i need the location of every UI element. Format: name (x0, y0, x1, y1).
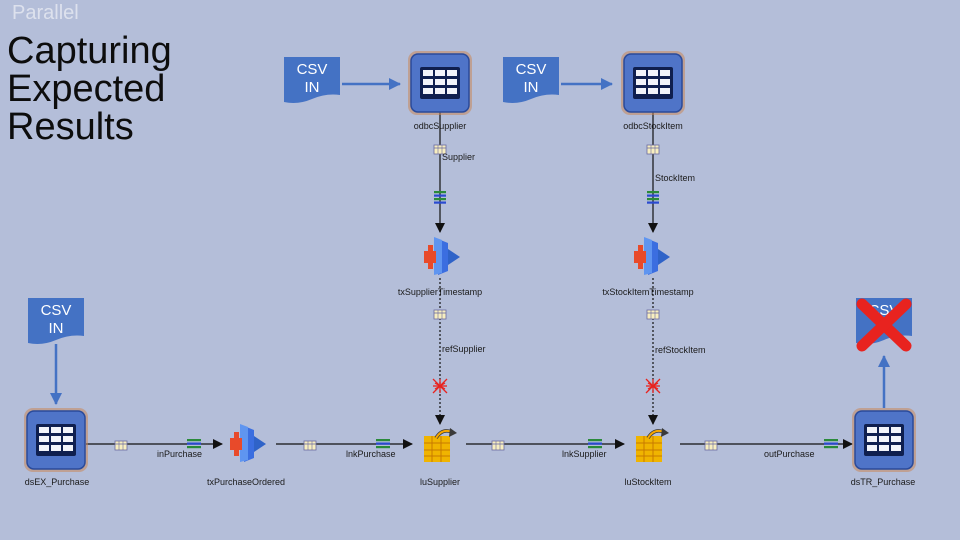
transformer-icon (634, 237, 670, 275)
link-label-stockitem: StockItem (655, 173, 695, 183)
partition-marker-in-purchase (187, 439, 201, 449)
csv-in-purchase[interactable]: CSV IN (28, 298, 84, 344)
link-label-lnk-purchase: lnkPurchase (346, 449, 396, 459)
lookup-marker-supplier (432, 378, 448, 394)
link-label-out-purchase: outPurchase (764, 449, 815, 459)
transformer-icon (230, 424, 266, 462)
csv-in-stockitem-line2: IN (524, 79, 539, 96)
link-marker-in-purchase (114, 440, 128, 451)
transformer-icon (424, 237, 460, 275)
table-icon (851, 407, 917, 473)
stage-label-tx-supplier-timestamp: txSupplierTimestamp (398, 287, 482, 297)
csv-in-supplier[interactable]: CSV IN (284, 57, 340, 103)
title-line-3: Results (7, 106, 134, 148)
lookup-icon (634, 426, 671, 464)
link-marker-lnk-purchase (303, 440, 317, 451)
csv-in-supplier-line2: IN (305, 79, 320, 96)
partition-marker-lnk-supplier (588, 439, 602, 449)
partition-marker-out-purchase (824, 439, 838, 449)
title-line-2: Expected (7, 68, 166, 110)
csv-in-purchase-line2: IN (49, 320, 64, 337)
link-label-in-purchase: inPurchase (157, 449, 202, 459)
stage-label-odbc-stockitem: odbcStockItem (623, 121, 683, 131)
stage-label-lu-stockitem: luStockItem (624, 477, 671, 487)
stage-lu-stockitem[interactable]: luStockItem (624, 426, 672, 487)
stage-tx-purchase-ordered[interactable]: txPurchaseOrdered (207, 424, 285, 487)
stage-label-tx-purchase-ordered: txPurchaseOrdered (207, 477, 285, 487)
table-icon (23, 407, 89, 473)
stage-label-odbc-supplier: odbcSupplier (414, 121, 467, 131)
link-label-ref-stockitem: refStockItem (655, 345, 706, 355)
link-label-ref-supplier: refSupplier (442, 344, 486, 354)
stage-tx-stockitem-timestamp[interactable]: txStockItemTimestamp (602, 237, 694, 297)
link-marker-stockitem (646, 144, 660, 155)
stage-label-tx-stockitem-timestamp: txStockItemTimestamp (602, 287, 693, 297)
csv-out-disabled[interactable]: CSV (856, 298, 912, 352)
stage-label-ds-ex-purchase: dsEX_Purchase (25, 477, 90, 487)
csv-in-stockitem-line1: CSV (516, 61, 547, 78)
section-tag: Parallel (12, 2, 79, 24)
stage-ds-ex-purchase[interactable]: dsEX_Purchase (23, 407, 90, 487)
link-marker-lnk-supplier (491, 440, 505, 451)
partition-marker-lnk-purchase (376, 439, 390, 449)
lookup-icon (422, 426, 459, 464)
link-marker-out-purchase (704, 440, 718, 451)
csv-in-supplier-line1: CSV (297, 61, 328, 78)
link-marker-ref-stockitem (646, 309, 660, 320)
link-label-supplier: Supplier (442, 152, 475, 162)
stage-lu-supplier[interactable]: luSupplier (420, 426, 460, 487)
link-marker-ref-supplier (433, 309, 447, 320)
table-icon (407, 50, 473, 116)
slide-title: Capturing Expected Results (7, 32, 237, 146)
stage-odbc-stockitem[interactable]: odbcStockItem (620, 50, 686, 131)
stage-label-lu-supplier: luSupplier (420, 477, 460, 487)
csv-in-purchase-line1: CSV (41, 302, 72, 319)
title-line-1: Capturing (7, 30, 172, 72)
stage-tx-supplier-timestamp[interactable]: txSupplierTimestamp (398, 237, 482, 297)
link-label-lnk-supplier: lnkSupplier (562, 449, 607, 459)
table-icon (620, 50, 686, 116)
red-x-icon (856, 298, 912, 352)
lookup-marker-stockitem (645, 378, 661, 394)
csv-in-stockitem[interactable]: CSV IN (503, 57, 559, 103)
stage-ds-tr-purchase[interactable]: dsTR_Purchase (851, 407, 917, 487)
stage-label-ds-tr-purchase: dsTR_Purchase (851, 477, 916, 487)
stage-odbc-supplier[interactable]: odbcSupplier (407, 50, 473, 131)
